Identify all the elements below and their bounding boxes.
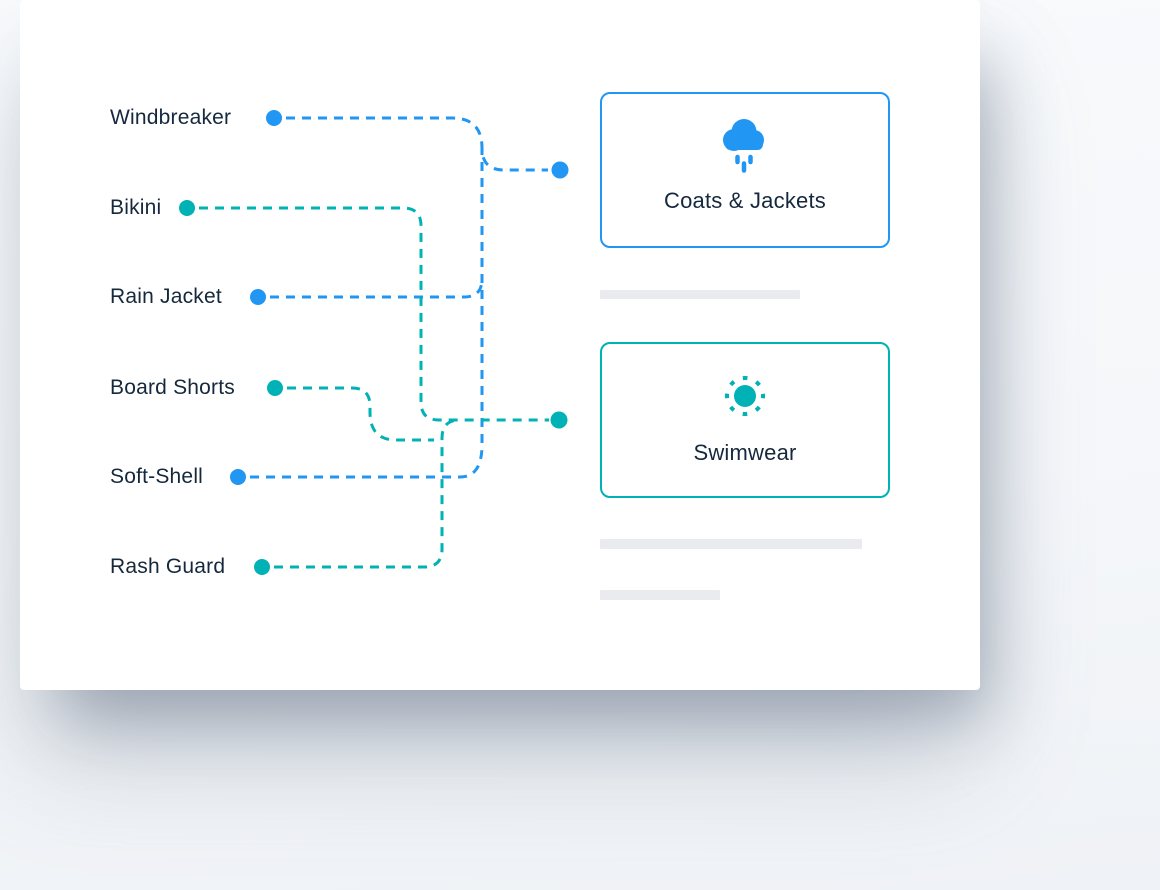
item-label: Rain Jacket: [110, 285, 222, 308]
item-row-soft-shell: Soft-Shell: [110, 463, 203, 491]
junction-dot-swimwear: [550, 411, 568, 429]
item-label: Board Shorts: [110, 376, 235, 399]
placeholder-bar: [600, 539, 862, 549]
item-dot-windbreaker: [266, 110, 282, 126]
placeholder-bar: [600, 290, 800, 299]
item-row-bikini: Bikini: [110, 194, 161, 222]
item-dot-soft-shell: [230, 469, 246, 485]
item-dot-rash-guard: [254, 559, 270, 575]
connector-rain-jacket: [270, 278, 484, 299]
item-label: Windbreaker: [110, 106, 232, 129]
connector-board-shorts: [287, 386, 434, 442]
item-dot-rain-jacket: [250, 289, 266, 305]
item-row-board-shorts: Board Shorts: [110, 374, 235, 402]
junction-dot-coats-jackets: [551, 161, 569, 179]
rain-cloud-icon: [723, 119, 764, 173]
illustration-card: Windbreaker Bikini Rain Jacket Board Sho…: [20, 0, 980, 690]
category-card-coats-jackets[interactable]: Coats & Jackets: [600, 92, 890, 248]
category-label: Coats & Jackets: [664, 188, 826, 213]
connector-windbreaker: [286, 116, 548, 172]
item-dot-board-shorts: [267, 380, 283, 396]
item-row-rain-jacket: Rain Jacket: [110, 283, 222, 311]
item-label: Bikini: [110, 196, 162, 219]
item-dot-bikini: [179, 200, 195, 216]
placeholder-bar: [600, 590, 720, 600]
item-row-windbreaker: Windbreaker: [110, 104, 231, 132]
item-label: Soft-Shell: [110, 465, 204, 488]
item-label: Rash Guard: [110, 555, 226, 578]
category-card-swimwear[interactable]: Swimwear: [600, 342, 890, 498]
connector-soft-shell: [250, 150, 484, 479]
connector-bikini: [199, 206, 549, 422]
connector-rash-guard: [274, 418, 461, 569]
sun-icon: [725, 376, 765, 416]
item-row-rash-guard: Rash Guard: [110, 553, 225, 581]
category-label: Swimwear: [693, 440, 797, 465]
